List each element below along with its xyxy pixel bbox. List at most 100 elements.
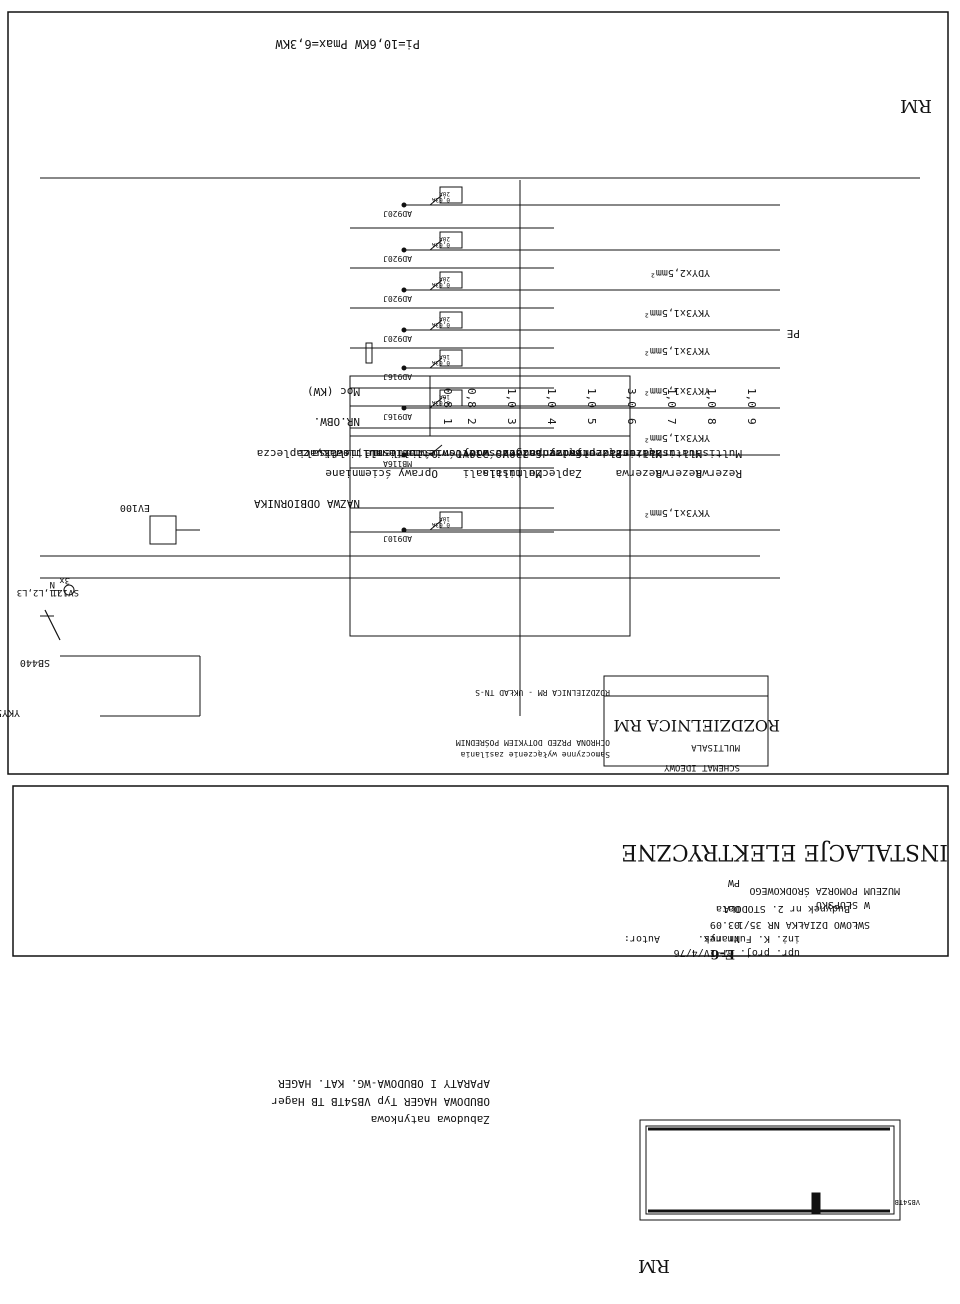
breaker-box [439, 231, 463, 249]
breaker-rating: 0,03A [432, 521, 450, 528]
breaker-box [439, 311, 463, 329]
branch-group: AD910J10A0,03AYKY3x1,5mm²MB116AYKY3x1,5m… [383, 186, 800, 543]
breaker-rating: 0,03A [432, 359, 450, 366]
circuit-name: Multisala-urządzenia [610, 447, 742, 460]
cable-label: YKY3x1,5mm² [644, 307, 710, 318]
breaker-rating: 16A [439, 353, 450, 360]
cabinet-inner [645, 1125, 895, 1215]
circuit-number: 7 [665, 418, 678, 425]
breaker-rating: 16A [439, 393, 450, 400]
board-subtitle: MULTISALA [691, 742, 740, 752]
breaker-rating: 20A [439, 190, 450, 197]
circuit-name: Gniazda 230V [502, 447, 582, 460]
breaker-rating: 0,03A [432, 321, 450, 328]
rm-header: RM [900, 95, 932, 116]
circuit-name-2: Rezerwa [696, 467, 742, 480]
cable-label: YDYx2,5mm² [650, 267, 710, 278]
circuit-number: 9 [745, 418, 758, 425]
notes-box-1 [603, 675, 769, 697]
breaker-rating: 20A [439, 235, 450, 242]
branch-node [401, 287, 407, 293]
drawing-number-label: Nr rys. [698, 933, 740, 944]
circuit-power: 1,0 [745, 388, 758, 408]
circuit-power: 1,0 [585, 388, 598, 408]
right-frame [12, 785, 949, 957]
lamp-label: SV121 [52, 587, 79, 597]
circuit-power: 0,8 [441, 388, 454, 408]
circuit-power: 0,8 [465, 388, 478, 408]
circuit-name: Przepływowy podgrz. wody [463, 447, 622, 460]
client-line-1: MUZEUM POMORZA ŚRODKOWEGO [749, 885, 900, 898]
power-rating: Pi=10,6KW Pmax=6,3KW [275, 37, 420, 51]
pe-bar [365, 342, 373, 364]
branch-node [401, 365, 407, 371]
cable-label: YKY3x1,5mm² [644, 345, 710, 356]
phases-label: L1,L2,L3 [17, 587, 60, 597]
circuit-name-2: Rezerwa [616, 467, 662, 480]
circuit-name: Oświetlenie multisali, zaplecza [257, 447, 462, 460]
board-subtitle-2: SCHEMAT IDEOWY [664, 762, 740, 772]
cabinet-rm-label: RM [638, 1255, 670, 1276]
circuit-power: 1,0 [545, 388, 558, 408]
circuit-number: 2 [465, 418, 478, 425]
breaker-rating: 0,03A [432, 241, 450, 248]
breaker-rating: 0,03A [432, 196, 450, 203]
feeder-cable: YKY5x4mm² [0, 707, 20, 718]
circuit-number: 1 [441, 418, 454, 425]
circuit-number: 3 [505, 418, 518, 425]
breaker-box [439, 271, 463, 289]
circuit-name: Multisala-urządzenia [530, 447, 662, 460]
diagram-frame [7, 11, 949, 775]
breaker-label: AD916J [383, 412, 412, 421]
circuit-name-2: Oprawy ściemniane [325, 467, 438, 480]
breaker-label: AD920J [383, 334, 412, 343]
branch-node [401, 247, 407, 253]
breaker-contact [429, 444, 443, 456]
pe-label: PE [787, 327, 800, 340]
breaker-rating: 20A [439, 315, 450, 322]
circuit-name-2: Multisala [482, 467, 542, 480]
cable-label: YKY3x1,5mm² [644, 507, 710, 518]
row-circuit-header: NR.OBW. [314, 415, 360, 428]
circuit-name: Gniazda 230V [462, 447, 542, 460]
breaker-label: AD920J [383, 254, 412, 263]
apparatus-note-1: APARATY I OBUDOWA-WG. KAT. HAGER [278, 1077, 490, 1090]
neutral-label: N [50, 579, 55, 589]
circuit-number: 8 [705, 418, 718, 425]
breaker-label: AD920J [383, 294, 412, 303]
breaker-label: MB116A [383, 459, 412, 468]
drawing-number: E-6 [710, 946, 735, 961]
table-rows: Moc (KW)NR.OBW.NAZWA ODBIORNIKA0,81Oświe… [254, 227, 758, 533]
circuit-power: 1,0 [505, 388, 518, 408]
row-name-header: NAZWA ODBIORNIKA [254, 497, 360, 510]
author-label: Autor: [624, 933, 660, 944]
branch-node [401, 202, 407, 208]
branch-node [401, 405, 407, 411]
cabinet-model: VB54TB [895, 1198, 920, 1206]
breaker-label: AD920J [383, 209, 412, 218]
date-label: Data [716, 903, 740, 914]
branch-node [401, 527, 407, 533]
apparatus-note-2: OBUDOWA HAGER Typ VB54TB TB Hager [271, 1095, 490, 1108]
circuit-name: Multisala-urządzenia [570, 447, 702, 460]
ev100-label: EV100 [120, 502, 150, 513]
branch-node [401, 327, 407, 333]
ev100-box [149, 515, 177, 545]
breaker-label: AD910J [383, 534, 412, 543]
main-switch-label: SB440 [20, 657, 50, 668]
protection-note: OCHRONA PRZED DOTYKIEM POŚREDNIM [456, 738, 610, 749]
circuit-name-2: Rezerwa [656, 467, 702, 480]
cable-label: YKY3x1,5mm² [644, 432, 710, 443]
author-name: inż. K. Furmanek [704, 933, 800, 944]
stage-label: PW [727, 877, 740, 888]
breaker-box [439, 389, 463, 407]
table-frame [349, 375, 631, 637]
circuit-power: 1,0 [665, 388, 678, 408]
building-label: Budynek nr 2. STODOŁA [724, 903, 850, 914]
circuit-power: 1,0 [705, 388, 718, 408]
breaker-box [439, 186, 463, 204]
location-label: SWŁOWO DZIAŁKA NR 35/1 [738, 919, 870, 930]
